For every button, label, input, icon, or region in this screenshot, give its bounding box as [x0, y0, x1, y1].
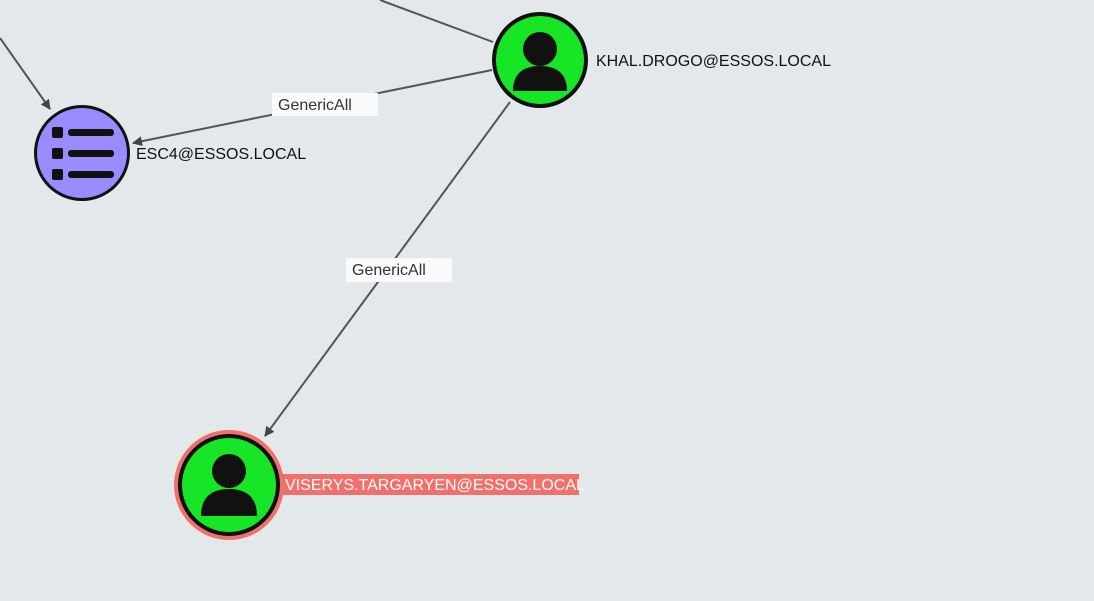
edge-offscreen-to-esc4[interactable]: [0, 37, 51, 110]
user-icon: [201, 454, 257, 516]
edge-label-drogo-viserys[interactable]: GenericAll: [346, 258, 452, 282]
node-khal-drogo[interactable]: [492, 12, 588, 108]
edge-offscreen-to-drogo[interactable]: [379, 0, 494, 43]
edge-label-drogo-esc4-text: GenericAll: [278, 97, 352, 114]
node-viserys-label-highlight: VISERYS.TARGARYEN@ESSOS.LOCAL: [282, 474, 585, 495]
node-esc4-label: ESC4@ESSOS.LOCAL: [136, 146, 306, 163]
node-khal-drogo-label: KHAL.DROGO@ESSOS.LOCAL: [596, 53, 831, 70]
edge-label-drogo-esc4[interactable]: GenericAll: [272, 93, 378, 116]
user-icon: [513, 32, 567, 91]
node-viserys[interactable]: [174, 430, 284, 540]
node-esc4[interactable]: [34, 105, 130, 201]
edge-label-drogo-viserys-text: GenericAll: [352, 262, 426, 279]
node-viserys-label: VISERYS.TARGARYEN@ESSOS.LOCAL: [285, 477, 585, 494]
list-icon: [52, 127, 114, 180]
